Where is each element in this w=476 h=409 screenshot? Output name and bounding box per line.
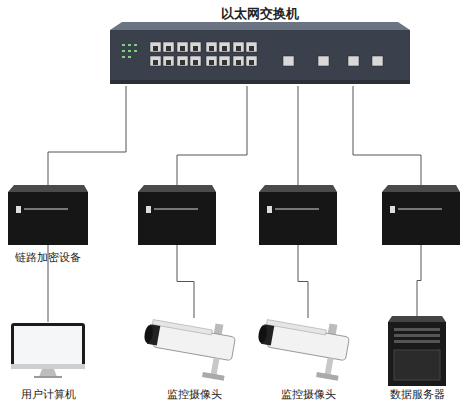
link-encryptor [259,185,337,245]
network-cable [353,86,421,185]
device-label: 链路加密设备 [15,251,81,265]
computer-illustration [11,323,85,378]
device-label: 监控摄像头 [167,388,222,402]
server-illustration [388,316,446,386]
network-cable [177,245,194,318]
link-encryptor [382,185,460,245]
ethernet-switch: 以太网交换机 [110,24,410,86]
network-cable [298,245,308,318]
device-title: 以太网交换机 [221,6,299,22]
user-computer: 用户计算机 [10,322,86,378]
link-encryptor [138,185,216,245]
camera-illustration [253,312,351,382]
data-server: 数据服务器 [388,316,446,386]
network-cable [177,86,247,185]
network-cable [48,86,126,185]
switch-illustration [110,22,410,84]
device-label: 用户计算机 [21,388,76,402]
network-cable [298,86,299,185]
surveillance-camera: 监控摄像头 [262,318,354,378]
camera-illustration [139,312,237,382]
encryptor-illustration [8,185,460,245]
surveillance-camera: 监控摄像头 [148,318,240,378]
link-encryptor: 链路加密设备 [8,185,88,245]
network-cable [417,245,421,316]
device-label: 监控摄像头 [281,388,336,402]
device-label: 数据服务器 [390,388,445,402]
